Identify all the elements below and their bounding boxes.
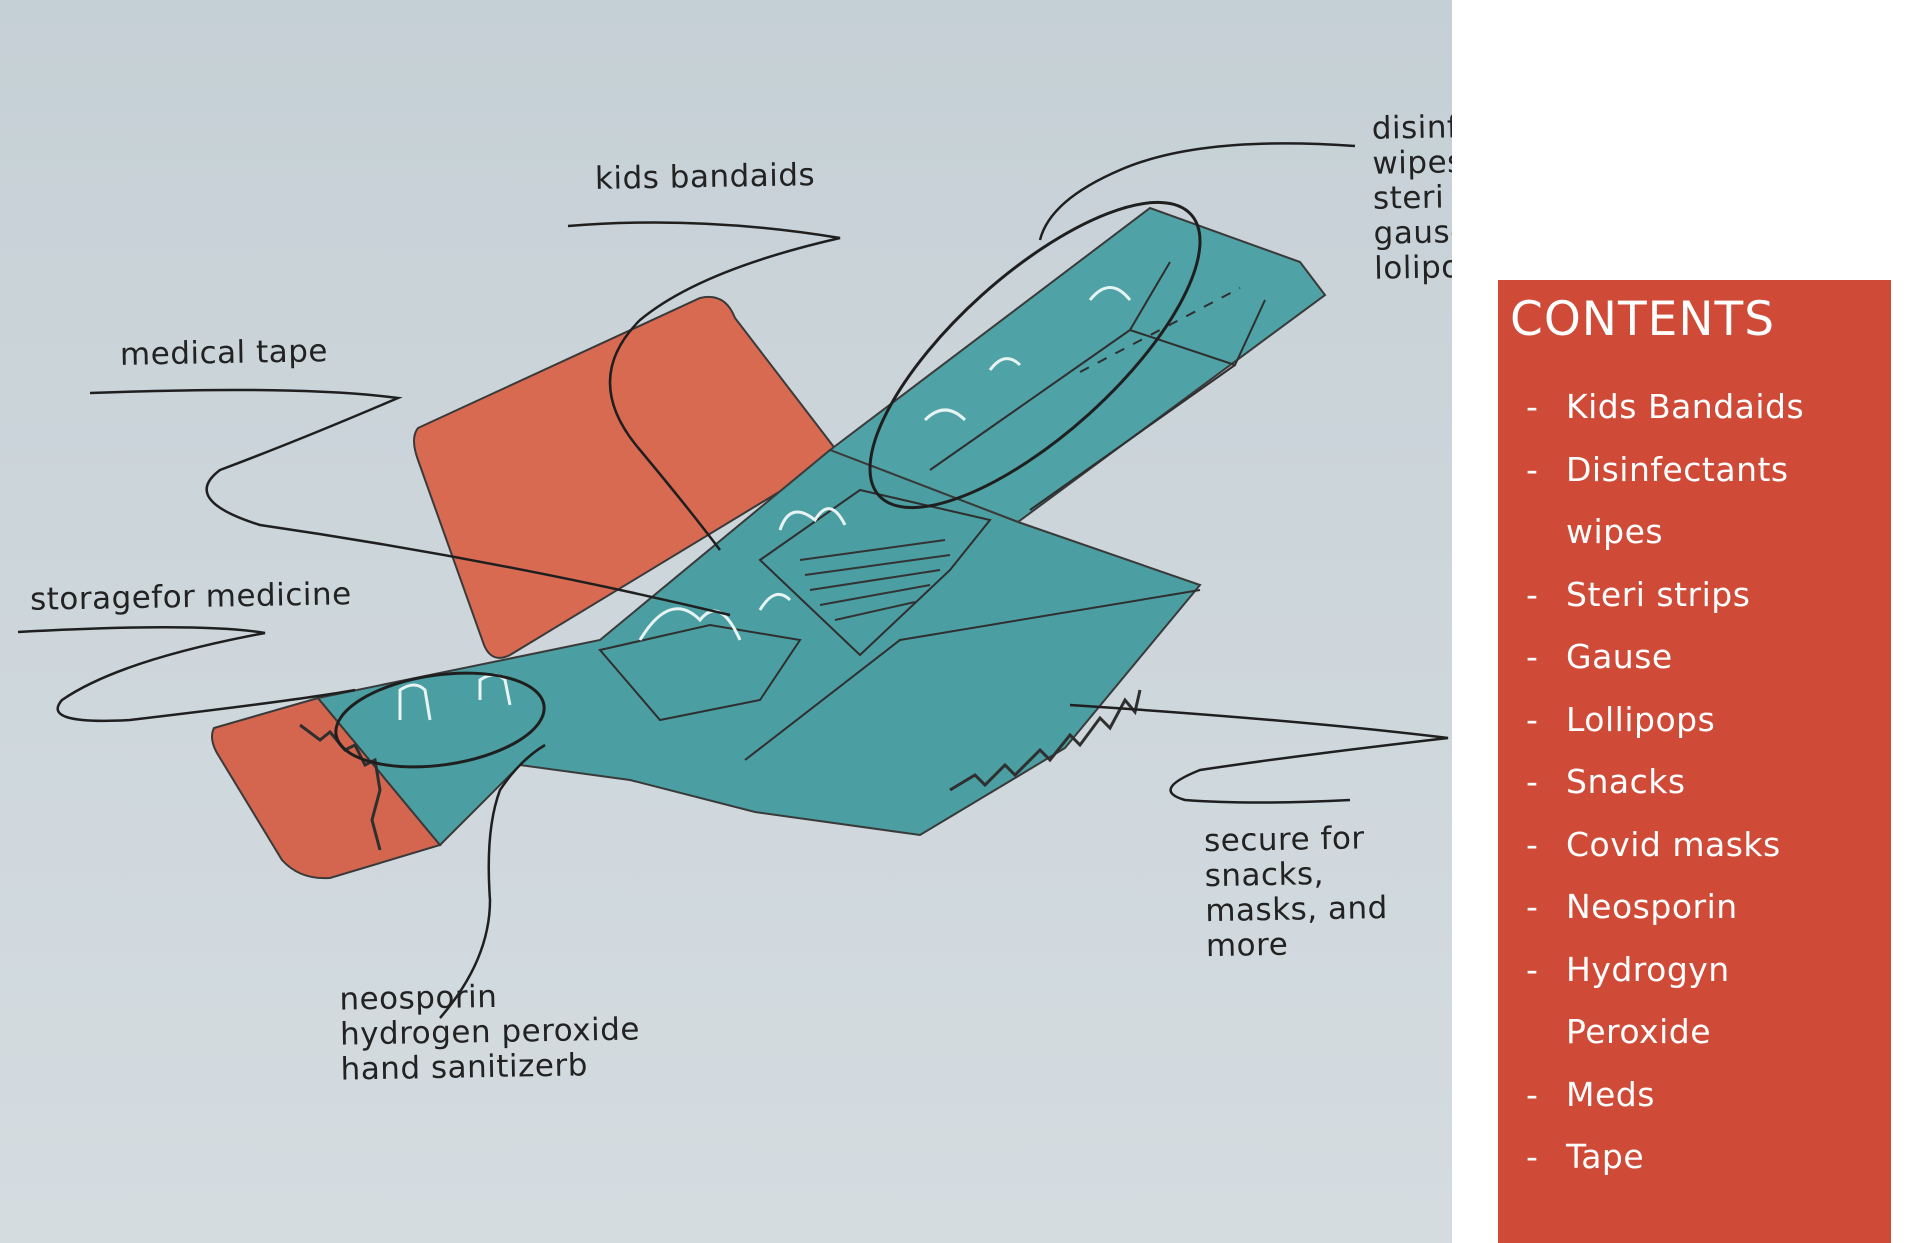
contents-item-label: Neosporin xyxy=(1566,887,1738,926)
contents-item-label: Tape xyxy=(1566,1137,1644,1176)
contents-list: -Kids Bandaids-Disinfectants wipes-Steri… xyxy=(1498,376,1866,1189)
contents-item-label: Disinfectants wipes xyxy=(1566,450,1789,552)
annotation-neosporin-group: neosporin hydrogen peroxide hand sanitiz… xyxy=(339,977,641,1087)
contents-item-label: Snacks xyxy=(1566,762,1686,801)
contents-item-label: Meds xyxy=(1566,1075,1655,1114)
leader-secure xyxy=(1070,705,1448,803)
contents-item: -Kids Bandaids xyxy=(1498,376,1866,439)
bullet-dash: - xyxy=(1526,1126,1538,1189)
bullet-dash: - xyxy=(1526,439,1538,502)
contents-item-label: Covid masks xyxy=(1566,825,1781,864)
bullet-dash: - xyxy=(1526,376,1538,439)
contents-item: -Tape xyxy=(1498,1126,1866,1189)
bullet-dash: - xyxy=(1526,751,1538,814)
contents-item-label: Hydrogyn Peroxide xyxy=(1566,950,1730,1052)
annotation-secure-snacks: secure for snacks, masks, and more xyxy=(1204,820,1452,964)
contents-item: -Hydrogyn Peroxide xyxy=(1498,939,1866,1064)
teal-upper-arm xyxy=(830,208,1325,522)
bullet-dash: - xyxy=(1526,564,1538,627)
contents-item: -Gause xyxy=(1498,626,1866,689)
contents-item: -Lollipops xyxy=(1498,689,1866,752)
contents-item: -Meds xyxy=(1498,1064,1866,1127)
bullet-dash: - xyxy=(1526,939,1538,1002)
contents-title: CONTENTS xyxy=(1510,290,1775,350)
contents-item-label: Lollipops xyxy=(1566,700,1715,739)
contents-item: -Neosporin xyxy=(1498,876,1866,939)
annotation-kids-bandaids: kids bandaids xyxy=(595,158,816,197)
contents-item-label: Steri strips xyxy=(1566,575,1750,614)
bullet-dash: - xyxy=(1526,1064,1538,1127)
annotation-wipes-strips-gause-lolipop: disinfectand wipes steri strips gause lo… xyxy=(1371,108,1452,286)
annotation-storage-for-medicine: storagefor medicine xyxy=(30,577,352,618)
bullet-dash: - xyxy=(1526,689,1538,752)
contents-item: -Steri strips xyxy=(1498,564,1866,627)
sketch-canvas: kids bandaids medical tape storagefor me… xyxy=(0,0,1452,1243)
contents-item-label: Gause xyxy=(1566,637,1673,676)
contents-item: -Covid masks xyxy=(1498,814,1866,877)
contents-item-label: Kids Bandaids xyxy=(1566,387,1804,426)
bullet-dash: - xyxy=(1526,626,1538,689)
bullet-dash: - xyxy=(1526,814,1538,877)
contents-panel: CONTENTS -Kids Bandaids-Disinfectants wi… xyxy=(1498,280,1891,1243)
contents-item: -Snacks xyxy=(1498,751,1866,814)
bullet-dash: - xyxy=(1526,876,1538,939)
contents-item: -Disinfectants wipes xyxy=(1498,439,1866,564)
annotation-medical-tape: medical tape xyxy=(120,334,329,373)
